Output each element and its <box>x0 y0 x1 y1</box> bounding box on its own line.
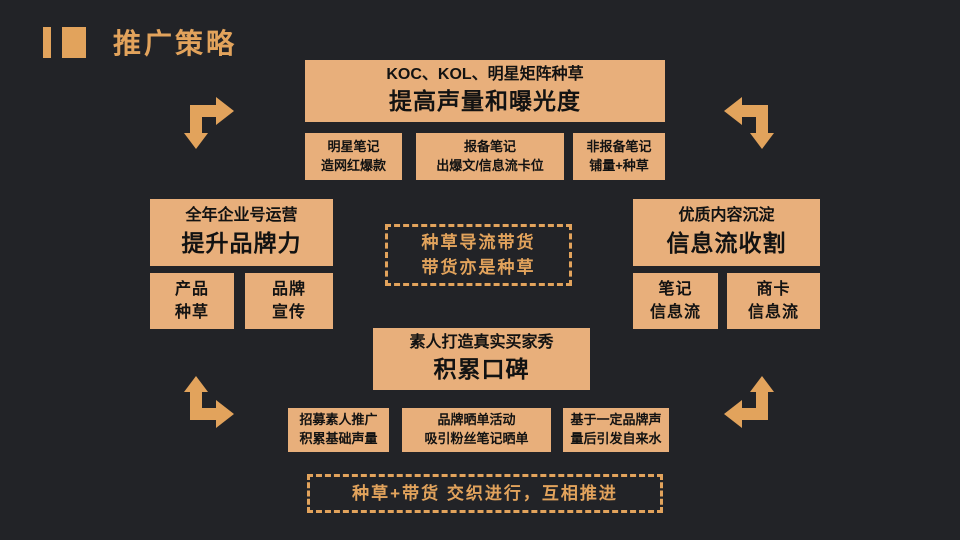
title-accent-square-icon <box>62 27 86 58</box>
top-item-unreported-notes: 非报备笔记 铺量+种草 <box>573 133 665 180</box>
page-title: 推广策略 <box>113 28 238 59</box>
bottom-item-recruit-amateurs: 招募素人推广 积累基础声量 <box>288 408 389 452</box>
left-header-line1: 全年企业号运营 <box>185 207 298 225</box>
right-item-note-feed: 笔记 信息流 <box>633 273 718 329</box>
box-line2: 吸引粉丝笔记晒单 <box>424 431 529 446</box>
bottom-header-line1: 素人打造真实买家秀 <box>409 333 554 351</box>
bottom-header-box: 素人打造真实买家秀 积累口碑 <box>373 328 590 390</box>
note-line2: 带货亦是种草 <box>421 258 536 277</box>
right-header-line1: 优质内容沉淀 <box>678 207 775 225</box>
bottom-item-organic-buzz: 基于一定品牌声 量后引发自来水 <box>563 408 669 452</box>
left-header-line2: 提升品牌力 <box>181 229 302 256</box>
top-header-line2: 提高声量和曝光度 <box>389 88 581 115</box>
box-line2: 信息流 <box>649 304 701 321</box>
box-line1: 基于一定品牌声 <box>570 412 662 428</box>
right-item-card-feed: 商卡 信息流 <box>727 273 820 329</box>
box-line1: 品牌晒单活动 <box>437 412 516 428</box>
footer-note-text: 种草+带货 交织进行，互相推进 <box>352 483 618 503</box>
left-header-box: 全年企业号运营 提升品牌力 <box>150 199 333 266</box>
box-line2: 信息流 <box>747 304 799 321</box>
left-item-product-seeding: 产品 种草 <box>150 273 234 329</box>
footer-dashed-note: 种草+带货 交织进行，互相推进 <box>307 474 663 513</box>
box-line2: 出爆文/信息流卡位 <box>436 157 544 173</box>
bottom-header-line2: 积累口碑 <box>433 356 530 383</box>
bottom-item-brand-showcase: 品牌晒单活动 吸引粉丝笔记晒单 <box>402 408 551 452</box>
box-line1: 笔记 <box>658 280 693 298</box>
top-item-reported-notes: 报备笔记 出爆文/信息流卡位 <box>416 133 564 180</box>
box-line2: 造网红爆款 <box>320 157 386 173</box>
box-line2: 种草 <box>174 304 209 321</box>
box-line1: 明星笔记 <box>327 138 380 154</box>
note-line1: 种草导流带货 <box>421 232 536 252</box>
left-item-brand-promo: 品牌 宣传 <box>245 273 333 329</box>
box-line2: 宣传 <box>271 304 306 321</box>
box-line2: 量后引发自来水 <box>570 431 662 446</box>
title-accent-bar-icon <box>43 27 51 58</box>
top-item-star-notes: 明星笔记 造网红爆款 <box>305 133 402 180</box>
elbow-arrow-top-left-icon <box>178 93 242 151</box>
right-header-box: 优质内容沉淀 信息流收割 <box>633 199 820 266</box>
elbow-arrow-bottom-left-icon <box>178 374 242 432</box>
box-line1: 品牌 <box>271 280 306 298</box>
box-line1: 报备笔记 <box>463 138 516 154</box>
slide-title-block: 推广策略 <box>0 0 400 70</box>
box-line1: 招募素人推广 <box>299 412 378 428</box>
elbow-arrow-bottom-right-icon <box>716 374 780 432</box>
right-header-line2: 信息流收割 <box>666 229 787 256</box>
elbow-arrow-top-right-icon <box>716 93 780 151</box>
box-line2: 铺量+种草 <box>589 157 649 173</box>
box-line1: 非报备笔记 <box>586 138 652 154</box>
top-header-line1: KOC、KOL、明星矩阵种草 <box>386 65 584 83</box>
box-line1: 产品 <box>174 280 209 298</box>
box-line1: 商卡 <box>756 280 791 298</box>
box-line2: 积累基础声量 <box>299 431 378 446</box>
top-header-box: KOC、KOL、明星矩阵种草 提高声量和曝光度 <box>305 60 665 122</box>
center-dashed-note: 种草导流带货 带货亦是种草 <box>385 224 572 286</box>
